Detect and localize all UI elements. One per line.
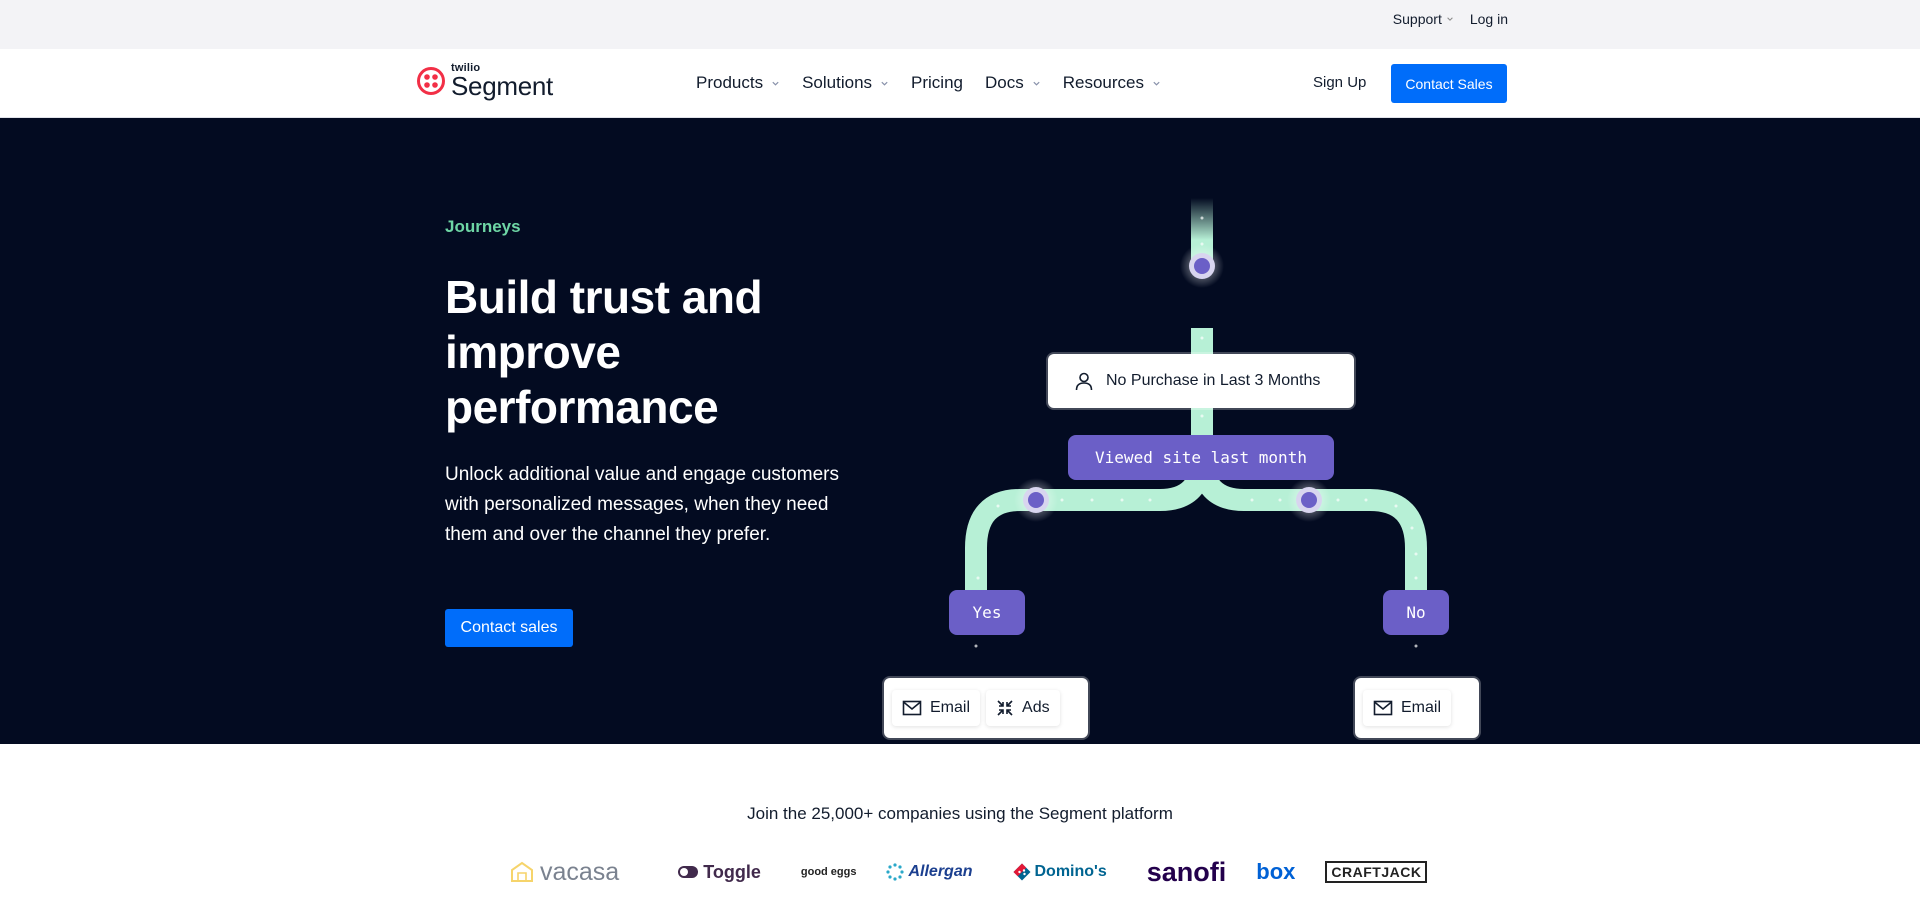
brand-name: Allergan bbox=[908, 863, 973, 880]
yes-pill: Yes bbox=[949, 590, 1025, 635]
logo-wordmark: twilio Segment bbox=[451, 62, 553, 101]
no-pill: No bbox=[1383, 590, 1449, 635]
channel-label: Ads bbox=[1022, 699, 1050, 716]
hero-title: Build trust and improve performance bbox=[445, 271, 763, 433]
chevron-down-icon bbox=[1033, 81, 1040, 86]
chevron-down-icon bbox=[1153, 81, 1160, 86]
nav-menu: Products Solutions Pricing Docs Resource… bbox=[696, 73, 1161, 93]
utility-bar: Support Log in bbox=[0, 0, 1920, 49]
domino-tile-icon bbox=[1013, 863, 1030, 881]
track-no-branch bbox=[1191, 455, 1427, 618]
email-channel-chip: Email bbox=[1363, 690, 1452, 726]
nav-item-label: Solutions bbox=[802, 73, 873, 92]
nav-item-products[interactable]: Products bbox=[696, 73, 780, 93]
track-node bbox=[1180, 244, 1224, 288]
chevron-down-icon bbox=[772, 81, 779, 86]
twilio-logo-icon bbox=[417, 67, 445, 95]
chevron-down-icon bbox=[1447, 17, 1453, 21]
house-icon bbox=[511, 861, 533, 882]
dominos-logo: Domino's bbox=[1013, 863, 1107, 881]
journey-flow-diagram: No Purchase in Last 3 Months Viewed site… bbox=[880, 198, 1500, 738]
user-icon bbox=[1075, 372, 1093, 391]
nav-item-label: Resources bbox=[1062, 73, 1144, 92]
chevron-down-icon bbox=[881, 81, 888, 86]
nav-item-resources[interactable]: Resources bbox=[1063, 73, 1161, 93]
nav-item-label: Pricing bbox=[911, 73, 963, 92]
hero-description: Unlock additional value and engage custo… bbox=[445, 464, 839, 545]
support-menu[interactable]: Support bbox=[1393, 11, 1454, 27]
good-eggs-logo: good eggs bbox=[800, 866, 857, 878]
mail-icon bbox=[902, 700, 922, 716]
customer-logo-strip: vacasa Toggle good eggs Allergan Domino'… bbox=[510, 852, 1435, 892]
logos-title: Join the 25,000+ companies using the Seg… bbox=[747, 804, 1173, 823]
nav-item-label: Products bbox=[696, 73, 764, 92]
ads-channel-chip: Ads bbox=[986, 690, 1060, 726]
toggle-logo: Toggle bbox=[677, 862, 761, 883]
toggle-icon bbox=[678, 866, 699, 878]
segment-logo[interactable]: twilio Segment bbox=[416, 63, 553, 99]
brand-name: vacasa bbox=[540, 857, 620, 886]
nav-item-solutions[interactable]: Solutions bbox=[802, 73, 889, 93]
logo-small-text: twilio bbox=[451, 62, 481, 74]
brand-name: Toggle bbox=[703, 861, 761, 882]
channel-label: Email bbox=[930, 699, 971, 716]
contact-sales-cta-button[interactable]: Contact sales bbox=[445, 609, 573, 647]
sanofi-logo: sanofi bbox=[1146, 856, 1227, 887]
audience-label: No Purchase in Last 3 Months bbox=[1106, 372, 1321, 389]
nav-item-pricing[interactable]: Pricing bbox=[911, 73, 963, 93]
vacasa-logo: vacasa bbox=[510, 858, 619, 887]
utility-links: Support Log in bbox=[1393, 11, 1508, 27]
audience-card: No Purchase in Last 3 Months bbox=[1048, 354, 1354, 408]
nav-item-docs[interactable]: Docs bbox=[985, 73, 1041, 93]
track-node bbox=[1014, 478, 1058, 522]
nav-item-label: Docs bbox=[985, 73, 1024, 92]
brand-name: Domino's bbox=[1034, 863, 1107, 880]
track-segment bbox=[1191, 328, 1213, 358]
ads-icon bbox=[997, 700, 1013, 716]
login-link[interactable]: Log in bbox=[1469, 11, 1508, 27]
channel-label: Email bbox=[1401, 699, 1442, 716]
main-nav: twilio Segment Products Solutions Pricin… bbox=[0, 49, 1920, 118]
mail-icon bbox=[1373, 700, 1393, 716]
box-logo: box bbox=[1256, 859, 1296, 884]
logo-big-text: Segment bbox=[451, 71, 553, 101]
allergan-mark-icon bbox=[886, 863, 905, 881]
allergan-logo: Allergan bbox=[886, 863, 973, 881]
track-dots bbox=[974, 216, 1418, 648]
yes-channels-card: Email Ads bbox=[884, 678, 1088, 738]
sign-up-link[interactable]: Sign Up bbox=[1313, 74, 1367, 91]
email-channel-chip: Email bbox=[892, 690, 981, 726]
condition-pill: Viewed site last month bbox=[1068, 435, 1334, 480]
contact-sales-button[interactable]: Contact Sales bbox=[1391, 64, 1507, 103]
no-channels-card: Email bbox=[1355, 678, 1479, 738]
support-label: Support bbox=[1392, 11, 1442, 27]
craftjack-logo: CRAFTJACK bbox=[1325, 861, 1428, 883]
track-node bbox=[1287, 478, 1331, 522]
hero-eyebrow: Journeys bbox=[445, 217, 521, 236]
hero-section: Journeys Build trust and improve perform… bbox=[0, 118, 1920, 744]
